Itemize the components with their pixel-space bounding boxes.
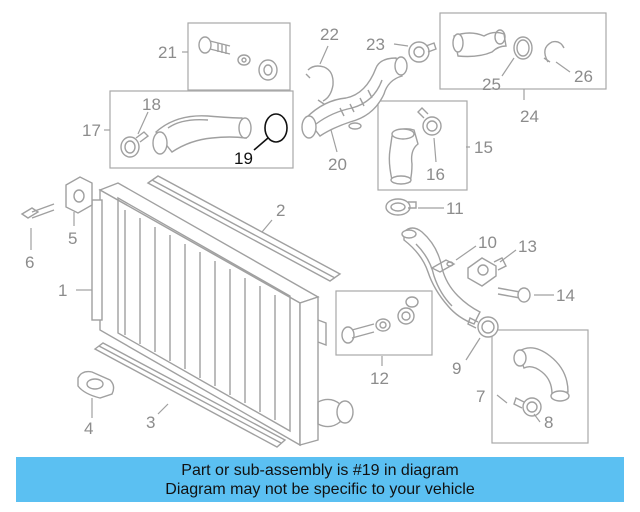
callout-10: 10 bbox=[478, 233, 497, 252]
clamp-9[interactable] bbox=[467, 316, 499, 338]
o-ring-19[interactable] bbox=[264, 113, 288, 143]
info-banner: Part or sub-assembly is #19 in diagram D… bbox=[16, 457, 624, 502]
seal-strip-lower[interactable] bbox=[93, 342, 287, 448]
bolt-12[interactable] bbox=[341, 323, 375, 344]
callout-5: 5 bbox=[68, 229, 77, 248]
bolt-21[interactable] bbox=[198, 36, 231, 55]
callout-3: 3 bbox=[146, 413, 155, 432]
o-ring-25[interactable] bbox=[513, 36, 533, 60]
callout-24: 24 bbox=[520, 107, 539, 126]
hose-20[interactable] bbox=[301, 56, 408, 139]
sensor-13[interactable] bbox=[467, 257, 507, 287]
callout-6: 6 bbox=[25, 253, 34, 272]
callout-13: 13 bbox=[518, 237, 537, 256]
callout-8: 8 bbox=[544, 413, 553, 432]
callout-7: 7 bbox=[476, 387, 485, 406]
callout-4: 4 bbox=[84, 419, 93, 438]
group-box-7 bbox=[491, 329, 589, 444]
grommet-21[interactable] bbox=[258, 59, 278, 81]
group-box-15 bbox=[377, 100, 468, 191]
clamp-23[interactable] bbox=[408, 41, 437, 63]
bolt-14[interactable] bbox=[497, 287, 531, 303]
hose-17[interactable] bbox=[152, 115, 252, 155]
bracket[interactable] bbox=[65, 176, 93, 214]
callout-16: 16 bbox=[426, 165, 445, 184]
callout-22: 22 bbox=[320, 25, 339, 44]
mount-pad[interactable] bbox=[77, 370, 115, 399]
retaining-clip-26[interactable] bbox=[543, 40, 565, 63]
hose-24[interactable] bbox=[452, 29, 507, 58]
hose-15[interactable] bbox=[388, 128, 419, 185]
callout-18: 18 bbox=[142, 95, 161, 114]
group-box-12 bbox=[335, 290, 433, 356]
group-box-24 bbox=[439, 12, 607, 90]
bushing-21[interactable] bbox=[237, 54, 251, 66]
callout-14: 14 bbox=[556, 286, 575, 305]
callout-2: 2 bbox=[276, 201, 285, 220]
callout-1: 1 bbox=[58, 281, 67, 300]
group-box-21 bbox=[187, 22, 291, 91]
intercooler-core[interactable] bbox=[91, 182, 354, 447]
callout-21: 21 bbox=[158, 43, 177, 62]
clamp-11[interactable] bbox=[385, 198, 417, 216]
callout-9: 9 bbox=[452, 359, 461, 378]
callout-20: 20 bbox=[328, 155, 347, 174]
grommet-12[interactable] bbox=[397, 296, 419, 325]
callout-17: 17 bbox=[82, 121, 101, 140]
clamp-16[interactable] bbox=[417, 107, 442, 136]
callout-12: 12 bbox=[370, 369, 389, 388]
clip-22[interactable] bbox=[305, 65, 334, 105]
callout-23: 23 bbox=[366, 35, 385, 54]
banner-part-line: Part or sub-assembly is #19 in diagram bbox=[181, 462, 459, 479]
callout-19: 19 bbox=[234, 149, 253, 168]
banner-disclaimer-line: Diagram may not be specific to your vehi… bbox=[165, 481, 475, 498]
clamp-18[interactable] bbox=[120, 131, 150, 158]
callout-11: 11 bbox=[446, 199, 464, 218]
callout-15: 15 bbox=[474, 138, 493, 157]
bushing-12[interactable] bbox=[375, 318, 391, 332]
bolt-6[interactable] bbox=[20, 203, 55, 219]
seal-strip-upper[interactable] bbox=[146, 175, 342, 282]
callout-26: 26 bbox=[574, 67, 593, 86]
hose-7[interactable] bbox=[513, 347, 570, 402]
parts-diagram: 1 2 3 4 5 6 7 8 9 10 11 12 13 14 15 16 1… bbox=[20, 12, 607, 448]
pipe-10[interactable] bbox=[401, 227, 481, 325]
callout-25: 25 bbox=[482, 75, 501, 94]
clamp-8[interactable] bbox=[513, 397, 542, 417]
